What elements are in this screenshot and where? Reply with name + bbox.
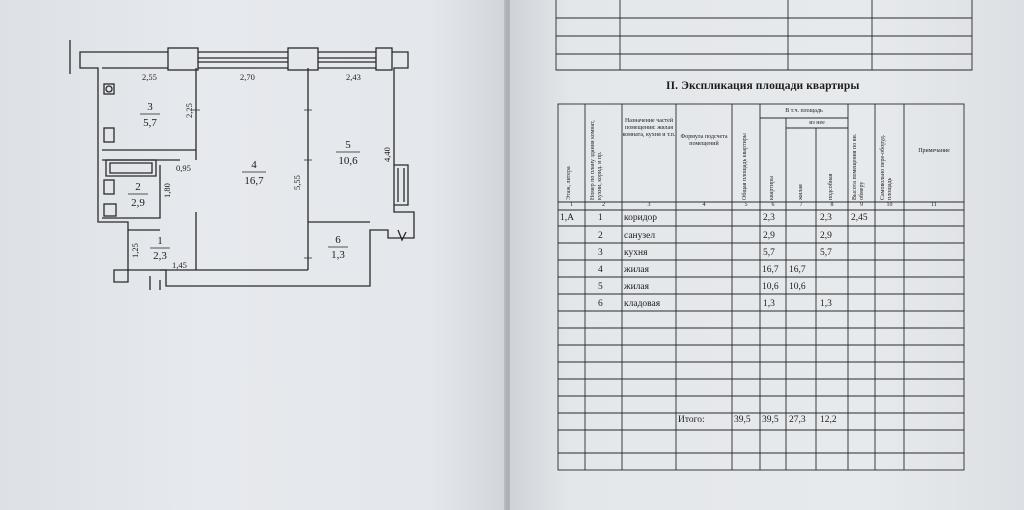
- outer-wall: [79, 51, 415, 287]
- right-page: Этаж, литера Номер по плану здания комна…: [510, 0, 1024, 510]
- row-1-no: 1: [598, 213, 603, 223]
- table-grid: [555, 0, 973, 471]
- col-num-9: 9: [860, 202, 863, 208]
- room-1-area: 2,3: [153, 250, 167, 262]
- stove: [103, 83, 115, 95]
- row-3-apt: 5,7: [763, 248, 775, 258]
- row-2-no: 2: [598, 231, 603, 241]
- dim-hall-w: 1,45: [172, 260, 187, 270]
- dim-hall-h: 1,25: [130, 243, 140, 258]
- col-num-11: 11: [931, 202, 937, 208]
- hdr-plan-no: Номер по плану здания комнат, кухни, кор…: [590, 120, 603, 200]
- hdr-note: Примечание: [918, 148, 950, 154]
- col-num-2: 2: [602, 202, 605, 208]
- room-3-no: 3: [147, 101, 153, 113]
- row-1-height: 2,45: [851, 213, 868, 223]
- row-6-aux: 1,3: [820, 299, 832, 309]
- hdr-apartment: квартиры: [769, 175, 775, 200]
- col-num-10: 10: [886, 202, 893, 208]
- col-num-7: 7: [799, 202, 803, 208]
- hdr-unauth: Самовольно пере-оборуд. площадь: [880, 134, 893, 200]
- room-2-area: 2,9: [131, 197, 145, 209]
- row-2-aux: 2,9: [820, 231, 832, 241]
- bathtub: [105, 159, 157, 177]
- col-num-5: 5: [744, 202, 748, 208]
- row-1-aux: 2,3: [820, 213, 832, 223]
- row-3-no: 3: [598, 248, 603, 258]
- hdr-of-them: из нее: [809, 120, 825, 126]
- row-4-name: жилая: [624, 265, 649, 275]
- col-num-4: 4: [702, 202, 706, 208]
- dim-top-mid: 2,70: [240, 72, 255, 82]
- row-6-apt: 1,3: [763, 299, 775, 309]
- room-4-area: 16,7: [244, 175, 264, 187]
- totals-aux: 12,2: [820, 415, 837, 425]
- row-1-apt: 2,3: [763, 213, 775, 223]
- room-4-no: 4: [251, 159, 257, 171]
- page-title: II. Экспликация площади квартиры: [666, 80, 860, 92]
- window-2: [287, 47, 319, 71]
- row-4-living: 16,7: [789, 265, 806, 275]
- col-num-6: 6: [771, 202, 775, 208]
- hdr-formula: Формула подсчета помещений: [680, 134, 728, 147]
- room-6-area: 1,3: [331, 249, 345, 261]
- room-2-no: 2: [135, 181, 141, 193]
- row-4-apt: 16,7: [762, 265, 779, 275]
- room-1-no: 1: [157, 235, 163, 247]
- dim-room5-h: 4,40: [382, 147, 392, 162]
- col-num-1: 1: [570, 202, 573, 208]
- row-5-no: 5: [598, 282, 603, 292]
- hdr-incl: В т.ч. площадь: [785, 108, 823, 114]
- window-3: [375, 47, 393, 71]
- left-page: 2,55 2,70 2,43 2,25 0,95 1,80 1,25 1,45 …: [0, 0, 506, 510]
- row-1-floor: 1,А: [560, 213, 574, 223]
- window-1: [167, 47, 199, 71]
- col-num-8: 8: [830, 202, 834, 208]
- hdr-purpose: Назначение частей помещения: жилая комна…: [622, 118, 676, 138]
- dim-bath-w: 0,95: [176, 163, 191, 173]
- row-2-apt: 2,9: [763, 231, 775, 241]
- dim-room4-h: 5,55: [292, 175, 302, 190]
- totals-living: 27,3: [789, 415, 806, 425]
- room-5-area: 10,6: [338, 155, 358, 167]
- room-5-no: 5: [345, 139, 351, 151]
- row-1-name: коридор: [624, 213, 658, 223]
- hdr-living: жилая: [798, 184, 804, 200]
- row-5-name: жилая: [624, 282, 649, 292]
- row-5-living: 10,6: [789, 282, 806, 292]
- dim-top-right: 2,43: [346, 72, 361, 82]
- wall-bath: [102, 165, 161, 219]
- hdr-height: Высота помещения по вн. обмеру: [852, 133, 865, 200]
- row-3-name: кухня: [624, 248, 648, 258]
- hdr-total-area: Общая площадь квартиры: [742, 133, 748, 200]
- book-gutter: [504, 0, 512, 510]
- hdr-floor: Этаж, литера: [566, 166, 572, 200]
- hdr-auxiliary: подсобная: [828, 173, 834, 200]
- col-num-3: 3: [647, 202, 651, 208]
- totals-apt: 39,5: [762, 415, 779, 425]
- totals-total: 39,5: [734, 415, 751, 425]
- dim-top-left: 2,55: [142, 72, 157, 82]
- room-3-area: 5,7: [143, 117, 157, 129]
- row-6-no: 6: [598, 299, 603, 309]
- dim-bath-h: 1,80: [162, 183, 172, 198]
- row-3-aux: 5,7: [820, 248, 832, 258]
- row-4-no: 4: [598, 265, 603, 275]
- row-6-name: кладовая: [624, 299, 661, 309]
- totals-label: Итого:: [678, 415, 705, 425]
- row-5-apt: 10,6: [762, 282, 779, 292]
- room-6-no: 6: [335, 234, 341, 246]
- row-2-name: санузел: [624, 231, 656, 241]
- dim-kitchen-side: 2,25: [184, 103, 194, 118]
- floor-plan: 2,55 2,70 2,43 2,25 0,95 1,80 1,25 1,45 …: [69, 40, 415, 290]
